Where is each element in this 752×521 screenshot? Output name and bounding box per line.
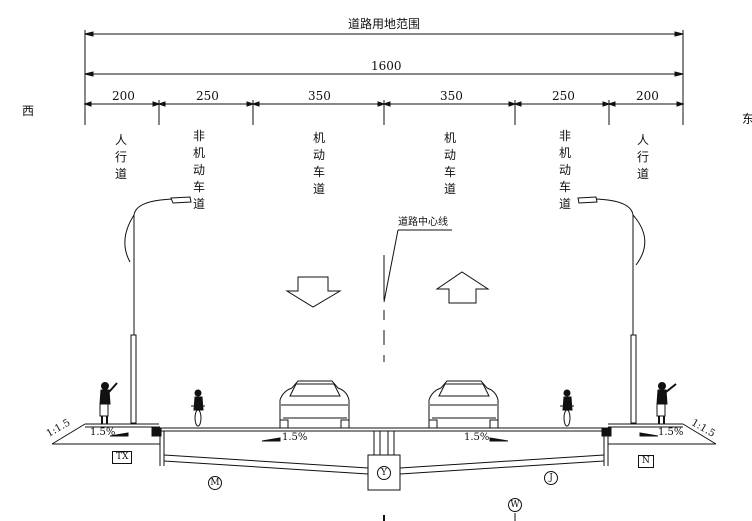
segment-label-sidewalk-east: 人行道 xyxy=(636,133,649,181)
segment-width-3: 350 xyxy=(308,89,331,103)
total-width-label: 1600 xyxy=(371,59,402,73)
sidewalk-slope-right: 1.5% xyxy=(658,427,684,438)
direction-west: 西 xyxy=(22,104,35,118)
pipe-label-tx: TX xyxy=(112,451,133,464)
carriageway-slope-left: 1.5% xyxy=(282,432,308,443)
northbound-arrow xyxy=(435,271,490,304)
road-centerline xyxy=(383,229,452,521)
segment-label-bikelane-west: 非机动车道 xyxy=(192,129,205,211)
dimension-segments xyxy=(83,100,685,125)
segment-label-sidewalk-west: 人行道 xyxy=(114,133,127,181)
car-left xyxy=(279,380,350,429)
centerline-label: 道路中心线 xyxy=(398,217,448,228)
segment-label-motorlane-west: 机动车道 xyxy=(312,131,325,196)
pipe-label-y: Y xyxy=(377,466,391,480)
road-surface xyxy=(51,423,717,466)
segment-width-1: 200 xyxy=(112,89,135,103)
segment-width-4: 350 xyxy=(440,89,463,103)
carriageway-slope-right: 1.5% xyxy=(464,432,490,443)
pipe-label-n: N xyxy=(638,455,654,468)
segment-label-motorlane-east: 机动车道 xyxy=(443,131,456,196)
utility-trench xyxy=(163,454,605,491)
segment-width-5: 250 xyxy=(552,89,575,103)
pedestrian-left xyxy=(99,382,118,424)
pipe-label-m: M xyxy=(208,476,222,490)
car-right xyxy=(428,380,499,429)
cyclist-left xyxy=(191,389,205,427)
sidewalk-slope-left: 1.5% xyxy=(90,427,116,438)
segment-width-2: 250 xyxy=(196,89,219,103)
road-land-range-label: 道路用地范围 xyxy=(348,17,421,31)
cyclist-right xyxy=(560,389,574,427)
dimension-total xyxy=(84,71,684,77)
southbound-arrow xyxy=(285,276,342,308)
segment-width-6: 200 xyxy=(636,89,659,103)
direction-east: 东 xyxy=(742,112,752,126)
pedestrian-right xyxy=(656,382,677,424)
dimension-road-range xyxy=(84,30,684,125)
pipe-label-w: W xyxy=(508,498,522,512)
street-lamp-left xyxy=(124,196,192,424)
segment-label-bikelane-east: 非机动车道 xyxy=(558,129,571,211)
street-lamp-right xyxy=(577,196,646,424)
slope-marks xyxy=(109,432,659,442)
pipe-label-j: J xyxy=(544,471,558,485)
